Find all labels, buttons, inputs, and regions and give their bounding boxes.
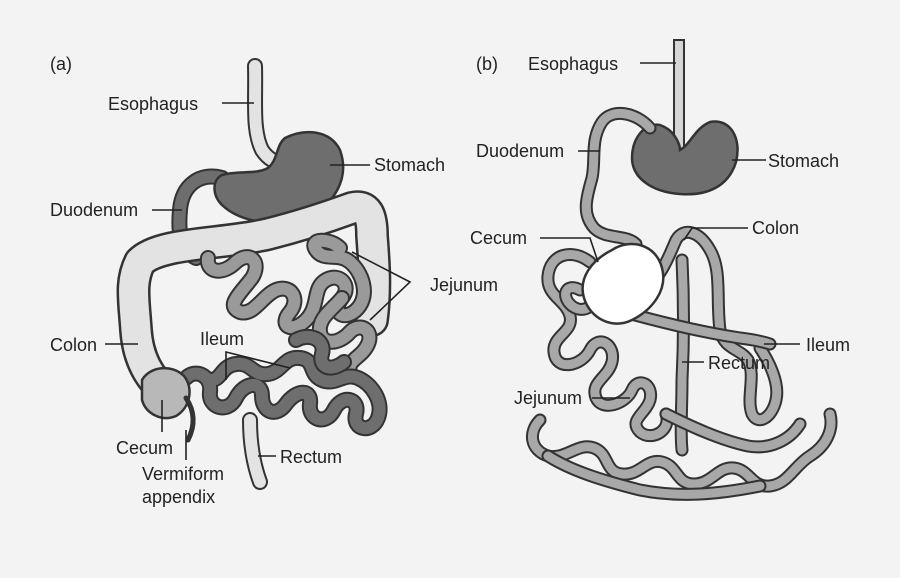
label-b-jejunum: Jejunum [514,388,582,408]
panel-a-rectum [242,412,268,490]
label-a-colon: Colon [50,335,97,355]
label-b-esophagus: Esophagus [528,54,618,74]
label-a-ileum: Ileum [200,329,244,349]
panel-a-colon [116,190,392,409]
label-a-duodenum: Duodenum [50,200,138,220]
label-a-appendix-line1: Vermiform [142,464,224,484]
label-a-cecum: Cecum [116,438,173,458]
leader-b-cecum [540,237,599,263]
label-a-jejunum: Jejunum [430,275,498,295]
label-b-duodenum: Duodenum [476,141,564,161]
panel-b-ileum [617,305,777,351]
panel-b-rectum [674,253,690,457]
panel-a-ileum [178,328,388,436]
label-b-stomach: Stomach [768,151,839,171]
panel-b-duodenum [579,107,657,251]
label-b-cecum: Cecum [470,228,527,248]
label-a-appendix-line2: appendix [142,487,215,507]
label-a-rectum: Rectum [280,447,342,467]
panel-a-jejunum [199,232,378,380]
label-b-ileum: Ileum [806,335,850,355]
panel-b-colon [633,225,784,427]
label-a-esophagus: Esophagus [108,94,198,114]
leader-a-ileum [225,350,291,380]
label-a-stomach: Stomach [374,155,445,175]
panel-b: (b) [470,39,850,501]
panel-b-jejunum [526,248,838,501]
panel-b-cecum [581,242,665,325]
label-b-rectum: Rectum [708,353,770,373]
leader-b-colon [683,227,748,241]
panel-a-tag: (a) [50,54,72,74]
leader-a-jejunum [351,251,412,321]
panel-b-tag: (b) [476,54,498,74]
panel-b-stomach [630,120,739,196]
panel-a-appendix [183,395,196,443]
panel-a-cecum [140,367,191,420]
panel-a: (a) [50,54,498,507]
panel-a-stomach [213,130,345,225]
label-b-colon: Colon [752,218,799,238]
